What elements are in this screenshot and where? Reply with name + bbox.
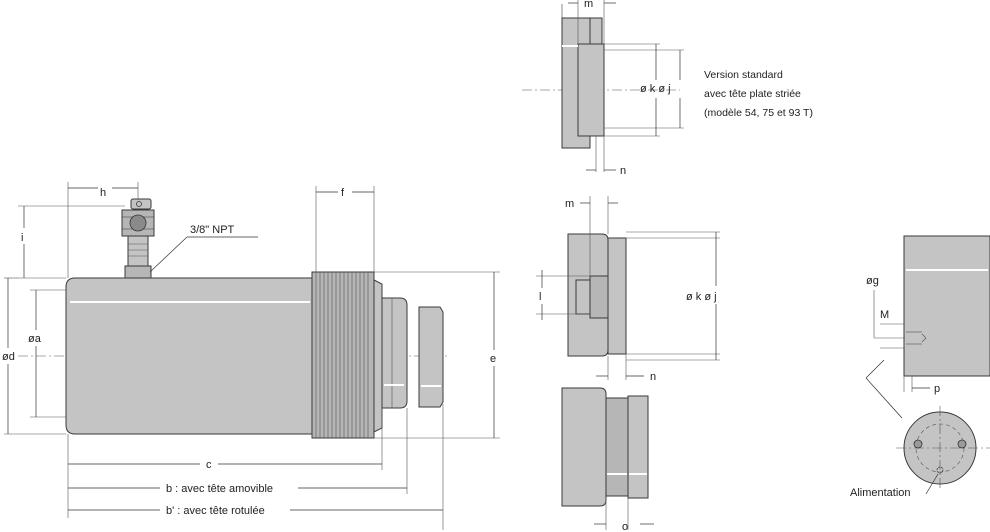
dim-b-prime: b' : avec tête rotulée [68,404,444,530]
detail-threaded-head: m l n ø k ø j [536,196,720,383]
label-oa: øa [28,333,42,345]
label-m-top: m [584,0,593,10]
dim-od: ød [2,277,66,435]
main-cylinder-view: h i 3/8" NPT f [2,182,500,530]
dim-f: f [315,186,375,272]
dim-M: M [880,309,904,349]
label-od: ød [2,351,15,363]
label-l: l [539,291,541,303]
detail-port-section: øg M p [865,235,990,419]
label-M: M [880,309,889,321]
dim-e: e [374,271,500,439]
dim-i: i [18,205,125,279]
dim-n-mid: n [596,354,656,383]
label-n-top: n [620,165,626,177]
mounting-hole-left [913,439,923,449]
mounting-hole-right [957,439,967,449]
label-okoj-top: ø k ø j [640,83,671,95]
note-line-2: avec tête plate striée [704,88,801,100]
dim-oa: øa [28,289,66,418]
dim-m-mid: m [565,196,618,276]
dim-og: øg [866,275,904,339]
detail-tilting-head: o [561,387,654,532]
dim-o: o [594,498,654,532]
label-m-mid: m [565,198,574,210]
label-e: e [490,353,496,365]
dim-l: l [536,270,590,320]
label-npt: 3/8" NPT [190,224,235,236]
dim-b: b : avec tête amovible [68,408,408,495]
note-line-3: (modèle 54, 75 et 93 T) [704,107,813,119]
label-h: h [100,187,106,199]
coupler-fitting [121,198,155,279]
label-f: f [341,187,345,199]
dim-m-top: m [568,0,616,44]
detail-standard-head: m n ø k ø j Version standard avec tête p… [522,0,813,177]
label-b-prime: b' : avec tête rotulée [166,505,265,517]
label-b: b : avec tête amovible [166,483,273,495]
dim-c: c [67,408,383,518]
supply-port [936,466,944,474]
version-note: Version standard avec tête plate striée … [704,69,813,119]
label-i: i [21,232,23,244]
piston-rod [381,297,408,409]
label-c: c [206,459,212,471]
label-alimentation: Alimentation [850,487,911,499]
dim-okoj-top: ø k ø j [604,43,684,137]
removable-head [418,306,444,408]
label-og: øg [866,275,879,287]
end-view: Alimentation [850,406,990,499]
label-okoj-mid: ø k ø j [686,291,717,303]
dim-okoj-mid: ø k ø j [626,231,720,361]
label-p: p [934,383,940,395]
label-o: o [622,521,628,532]
thread-lines [315,272,369,438]
dim-p: p [903,376,940,395]
note-line-1: Version standard [704,69,783,81]
dim-n-top: n [586,136,626,177]
dim-h: h [67,182,139,278]
npt-leader: 3/8" NPT [149,224,258,273]
label-n-mid: n [650,371,656,383]
threaded-collar [311,271,375,439]
cylinder-body [65,277,313,435]
